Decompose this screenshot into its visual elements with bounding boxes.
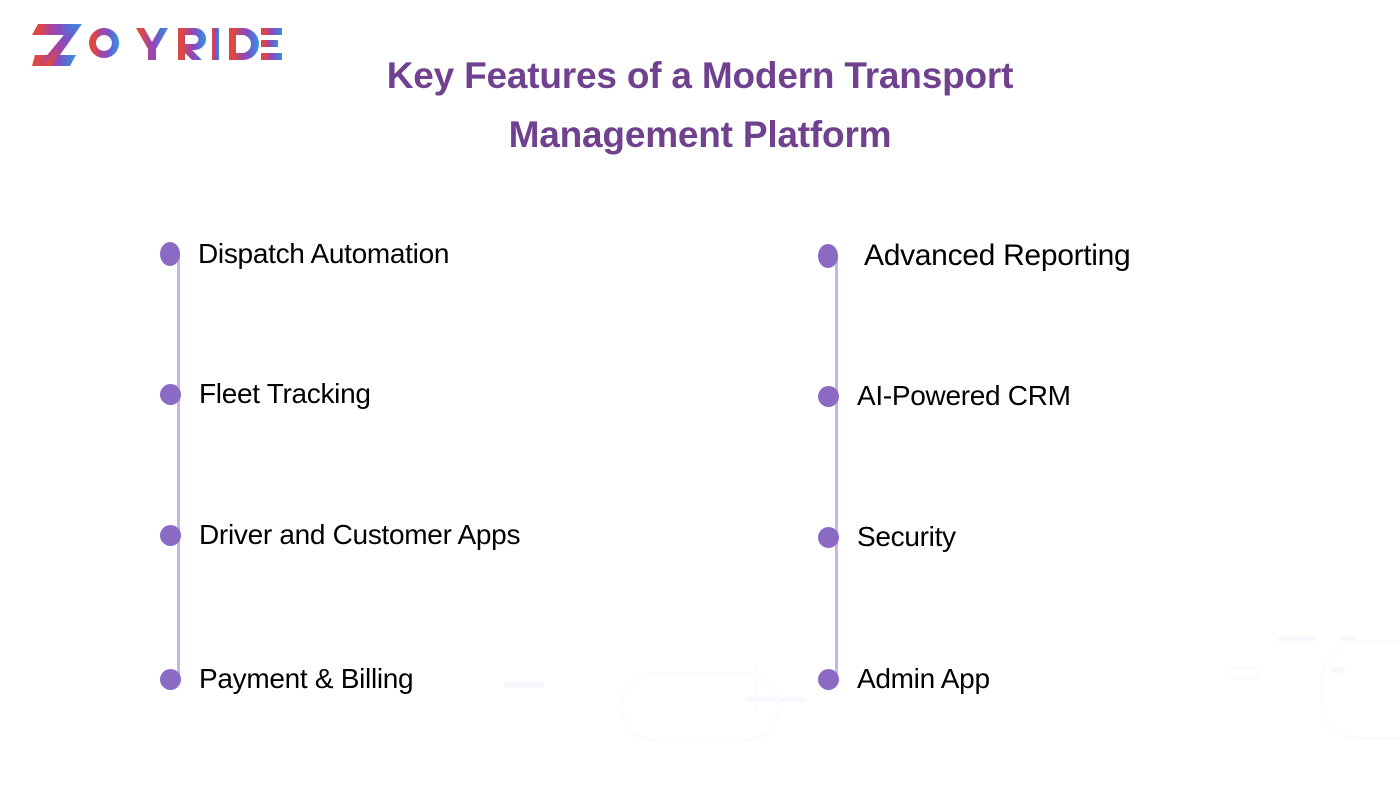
page-title: Key Features of a Modern Transport Manag… [300,46,1100,164]
bullet-dot-icon [818,668,839,690]
title-line-2: Management Platform [508,114,892,155]
feature-label: AI-Powered CRM [857,380,1071,411]
list-item[interactable]: Fleet Tracking [160,374,371,414]
watermark-bar-1 [1278,637,1316,641]
brand-logo[interactable] [32,18,282,72]
bullet-dot-icon [160,383,181,405]
feature-label: Fleet Tracking [199,378,371,409]
list-item[interactable]: AI-Powered CRM [818,376,1071,416]
watermark-blob [1320,640,1400,740]
watermark-bar-2 [1339,636,1355,641]
watermark-bar-5 [745,697,805,702]
feature-label: Dispatch Automation [198,238,450,269]
feature-label: Payment & Billing [199,663,414,694]
timeline-axis-right [835,256,838,680]
bullet-dot-icon [818,526,839,548]
bullet-dot-icon [818,244,838,268]
list-item[interactable]: Advanced Reporting [818,236,1131,276]
watermark-outline-1 [1231,667,1259,680]
feature-label: Security [857,521,956,552]
bullet-dot-icon [160,668,181,690]
watermark-bar-3 [1331,667,1345,673]
watermark-line-1 [755,663,757,711]
watermark-blob-2 [620,672,780,742]
bullet-dot-icon [160,242,180,266]
list-item[interactable]: Payment & Billing [160,659,414,699]
watermark-bar-4 [504,682,544,688]
feature-label: Driver and Customer Apps [199,519,521,550]
bullet-dot-icon [818,385,839,407]
zoyride-logo-icon [32,24,282,66]
bullet-dot-icon [160,524,181,546]
list-item[interactable]: Driver and Customer Apps [160,515,520,555]
timeline-axis-left [177,254,180,680]
title-line-1: Key Features of a Modern Transport [386,55,1014,96]
list-item[interactable]: Security [818,517,956,557]
list-item[interactable]: Admin App [818,659,990,699]
list-item[interactable]: Dispatch Automation [160,234,449,274]
feature-label: Advanced Reporting [864,239,1131,272]
feature-label: Admin App [857,663,990,694]
